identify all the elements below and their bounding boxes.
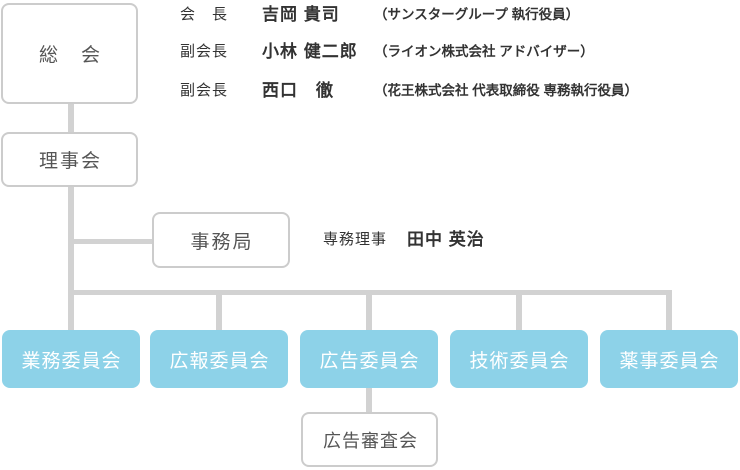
officer-affiliation: （ライオン株式会社 アドバイザー） [374,44,594,59]
node-board-of-directors: 理事会 [1,132,138,187]
connector-trunk-to-ad-committee [366,290,372,331]
officer-row-vice-chairman-1: 副会長 小林 健二郎 （ライオン株式会社 アドバイザー） [0,41,740,62]
node-committee-advertising: 広告委員会 [300,330,438,388]
connector-ad-committee-to-review-board [366,386,372,413]
officer-name: 西口 徹 [262,81,334,100]
connector-trunk-to-pharma-committee [666,290,672,331]
connector-board-to-committees [68,186,74,331]
officer-role: 副会長 [180,43,229,60]
connector-trunk-to-pr-committee [216,290,222,331]
node-general-meeting: 総 会 [1,3,138,104]
connector-trunk-to-tech-committee [516,290,522,331]
officer-row-vice-chairman-2: 副会長 西口 徹 （花王株式会社 代表取締役 専務執行役員） [0,80,740,101]
officer-role: 副会長 [180,82,229,99]
officer-role: 会 長 [180,6,229,23]
officer-name: 田中 英治 [407,230,485,249]
connector-to-secretariat [71,239,156,244]
officer-name: 小林 健二郎 [262,42,358,61]
node-committee-pharma-affairs: 薬事委員会 [600,330,738,388]
officer-name: 吉岡 貴司 [262,5,340,24]
officer-affiliation: （花王株式会社 代表取締役 専務執行役員） [374,83,639,98]
node-committee-public-relations: 広報委員会 [150,330,288,388]
node-secretariat: 事務局 [152,212,290,268]
node-ad-review-board: 広告審査会 [301,412,438,467]
officer-role: 専務理事 [323,231,388,248]
officer-row-senior-managing-director: 専務理事 田中 英治 [0,229,740,251]
node-committee-technical: 技術委員会 [450,330,588,388]
officer-affiliation: （サンスターグループ 執行役員） [374,7,580,22]
node-committee-operations: 業務委員会 [2,330,140,388]
officer-row-chairman: 会 長 吉岡 貴司 （サンスターグループ 執行役員） [0,4,740,25]
connector-general-meeting-to-board [68,103,74,134]
